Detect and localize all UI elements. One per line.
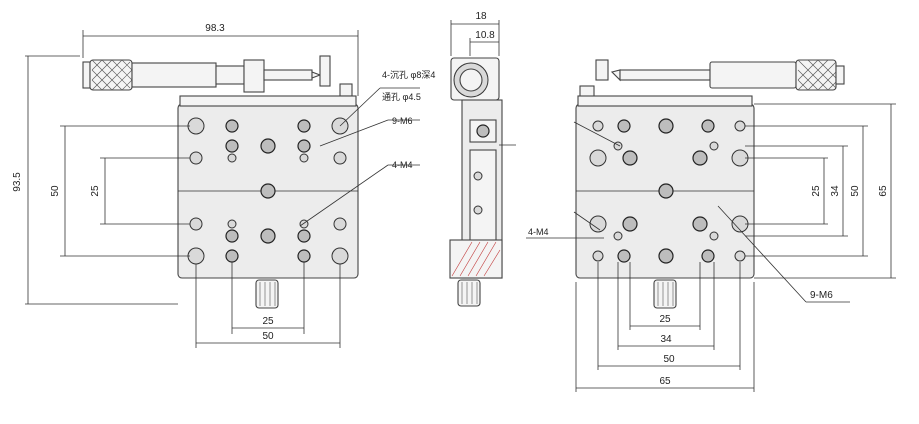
dim-right-v34: 34 xyxy=(830,185,841,197)
dim-bottom-50: 50 xyxy=(262,331,274,342)
dim-side-18: 18 xyxy=(475,11,487,22)
right-mounting-holes xyxy=(589,118,749,264)
front-lock-knob xyxy=(255,279,279,309)
dim-right-b50: 50 xyxy=(663,354,675,365)
micrometer-head xyxy=(82,55,353,97)
dim-height-total: 93.5 xyxy=(12,172,23,192)
dim-side-10-8: 10.8 xyxy=(475,30,495,41)
callout-counterbore: 4-沉孔 φ8深4 xyxy=(382,70,435,80)
callout-through-hole: 通孔 φ4.5 xyxy=(382,92,421,102)
front-view: 98.3 93.5 50 25 25 50 4-沉孔 φ8深4 通孔 φ4.5 … xyxy=(12,23,435,348)
callout-m4-right: 4-M4 xyxy=(528,227,549,237)
dim-vertical-50: 50 xyxy=(50,185,61,197)
callout-m4-front: 4-M4 xyxy=(392,160,413,170)
side-view: 18 10.8 xyxy=(449,11,516,307)
dim-bottom-25: 25 xyxy=(262,316,274,327)
dim-right-b25: 25 xyxy=(659,314,671,325)
dim-right-v50: 50 xyxy=(850,185,861,197)
callout-m6-right: 9-M6 xyxy=(810,290,833,301)
dim-vertical-25: 25 xyxy=(90,185,101,197)
dim-right-b34: 34 xyxy=(660,334,672,345)
dim-right-v25: 25 xyxy=(811,185,822,197)
right-lock-knob xyxy=(653,279,677,309)
dim-right-b65: 65 xyxy=(659,376,671,387)
dim-width-total: 98.3 xyxy=(205,23,225,34)
right-view: 4-M4 9-M6 25 34 50 65 25 34 xyxy=(526,59,896,392)
callout-m6-front: 9-M6 xyxy=(392,116,413,126)
dim-right-v65: 65 xyxy=(878,185,889,197)
